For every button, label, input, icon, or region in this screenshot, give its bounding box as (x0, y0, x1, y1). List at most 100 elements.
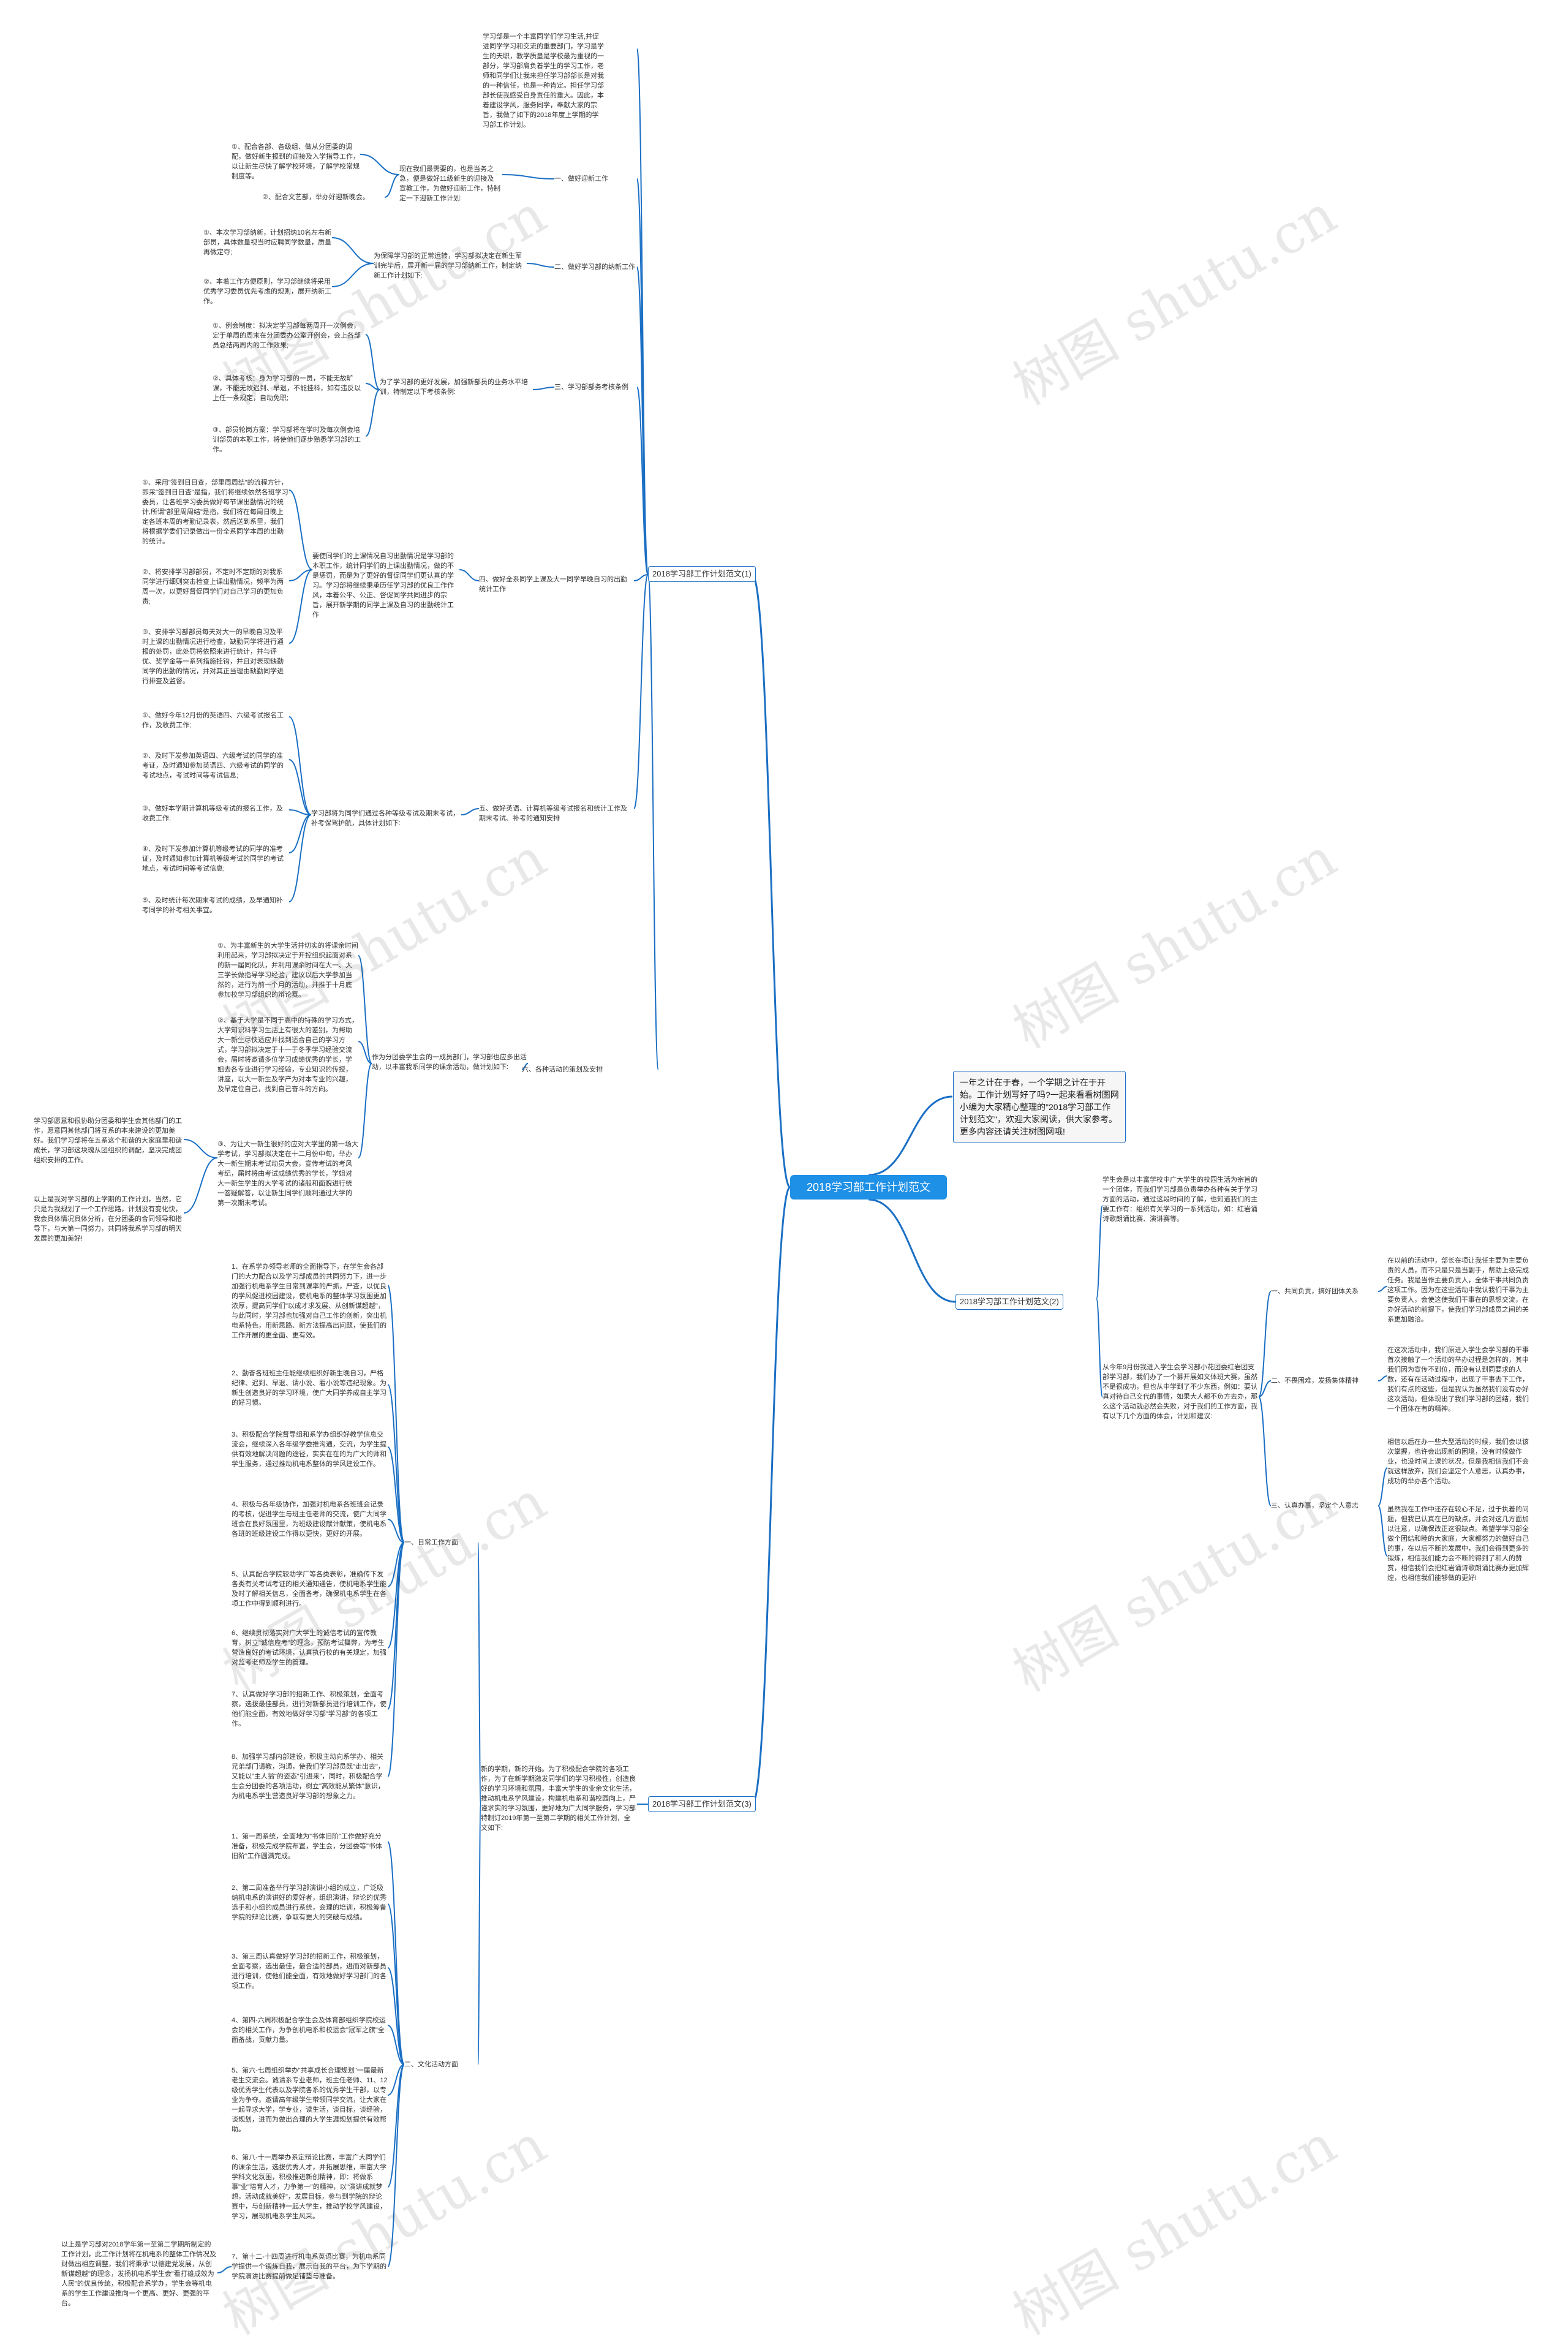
branch-2-sub-2[interactable]: 二、不畏困难，发扬集体精神 (1271, 1377, 1359, 1385)
root-topic[interactable]: 2018学习部工作计划范文 (790, 1175, 947, 1200)
daily-item: 7、认真做好学习部的招新工作、积极策划，全面考察，选拔最佳部员，进行对新部员进行… (232, 1691, 386, 1728)
daily-item: 3、积极配合学院督导组和系学办组织好教学信息交流会，继续深入各年级学委推沟通，交… (232, 1431, 386, 1468)
connector (1378, 1375, 1388, 1381)
section-4-label[interactable]: 四、做好全系同学上课及大一同学早晚自习的出勤统计工作 (479, 576, 627, 593)
connector (331, 263, 374, 287)
connector (502, 174, 555, 179)
culture-item: 4、第四-六周积极配合学生会及体育部组织学院校运会的相关工作，为争创机电系和校运… (232, 2017, 386, 2044)
connector (477, 1542, 481, 1805)
connector (288, 489, 313, 570)
connector (387, 2064, 405, 2188)
section-5-item: ①、做好今年12月份的英语四、六级考试报名工作，及收费工作; (142, 712, 284, 729)
culture-item: 7、第十二-十四周进行机电系英语比赛，为机电系同学提供一个锻炼自我，展示自我的平… (232, 2253, 386, 2280)
section-6-item: ①、为丰富新生的大学生活并切实的将课余时间利用起来，学习部拟决定于开控组织起面对… (217, 942, 358, 999)
branch-2-sub-3[interactable]: 三、认真办事，坚定个人意志 (1271, 1502, 1359, 1509)
connector (387, 2064, 405, 2096)
branch-3-sub-culture[interactable]: 二、文化活动方面 (404, 2061, 458, 2068)
section-5-item: ④、及时下发参加计算机等级考试的同学的准考证，及时通知参加计算机等级考试的同学的… (142, 845, 284, 872)
branch-2-desc: 从今年9月份我进入学生会学习部小花团委红岩团支部学习部，我们办了一个募开展如文体… (1102, 1364, 1257, 1420)
section-6-item: ③、为让大一新生很好的应对大学里的第一场大学考试，学习部拟决定在十二月份中旬，举… (217, 1141, 358, 1207)
section-3-label[interactable]: 三、学习部部务考核条例 (554, 383, 628, 391)
branch-1-closing: 学习部愿意和很协助分团委和学生会其他部门的工作，愿意同其他部门将互系的本来建设的… (34, 1117, 182, 1164)
connector (183, 1139, 218, 1158)
connector (387, 1285, 405, 1543)
connector (1378, 1286, 1388, 1292)
connector (358, 1063, 372, 1158)
connector (331, 237, 374, 264)
connector (365, 389, 380, 437)
branch-2-topic[interactable]: 2018学习部工作计划范文(2) (956, 1294, 1063, 1310)
connector (387, 1542, 405, 1777)
connector (288, 716, 312, 815)
connector (183, 1157, 218, 1214)
connector (751, 1186, 791, 1805)
section-2-label[interactable]: 二、做好学习部的纳新工作 (554, 263, 635, 271)
connector (365, 334, 380, 390)
connector (521, 1063, 529, 1070)
section-3-item: ①、例会制度：拟决定学习部每两周开一次例会，定于单周的周末在分团委办公室开例会，… (213, 322, 361, 349)
culture-item: 3、第三周认真做好学习部的招新工作，积极策划，全面考察，选出最佳，最合适的部员，… (232, 1953, 386, 1990)
section-1-desc: 现在我们最需要的，也是当务之急，便是做好11级新生的迎接及宣教工作，为做好迎新工… (399, 165, 500, 202)
section-5-item: ③、做好本学期计算机等级考试的报名工作，及收费工作; (142, 805, 283, 822)
connector (288, 814, 312, 902)
section-2-item: ①、本次学习部纳新，计划招纳10名左右新部员，具体数量视当时应聘同学数量，质量再… (203, 229, 332, 256)
branch-3-sub-daily[interactable]: 一、日常工作方面 (404, 1539, 458, 1546)
connector (532, 387, 555, 390)
connector (288, 809, 312, 815)
connector (358, 1041, 372, 1064)
section-6-desc: 作为分团委学生会的一成员部门，学习部也应多出活动，以丰富我系同学的课余活动，做计… (372, 1054, 527, 1071)
connector (633, 574, 649, 809)
section-4-item: ②、将安排学习部部员，不定时不定期的对我系同学进行细则突击检查上课出勤情况，频率… (142, 569, 284, 605)
section-5-label[interactable]: 五、做好英语、计算机等级考试报名和统计工作及期末考试、补考的通知安排 (479, 805, 627, 822)
connector (868, 1198, 956, 1303)
connector (751, 573, 791, 1188)
branch-1-topic[interactable]: 2018学习部工作计划范文(1) (648, 566, 756, 582)
section-4-desc: 要使同学们的上课情况自习出勤情况是学习部的本职工作，统计同学们的上课出勤情况，做… (312, 553, 454, 619)
daily-item: 8、加强学习部内部建设，积极主动向系学办、相关兄弟部门请教，沟通，使我们学习部员… (232, 1753, 385, 1800)
branch-2-sub-1[interactable]: 一、共同负责，搞好团体关系 (1271, 1288, 1359, 1295)
connector (387, 1519, 405, 1543)
branch-2-sub-3-text: 虽然我在工作中还存在较心不足，过于执着的问题，但我已认真在已的缺点，并会对这几方… (1387, 1506, 1529, 1582)
section-3-desc: 为了学习部的更好发展，加强新部员的业务水平培训，特制定以下考核条例: (380, 379, 528, 396)
branch-1-closing: 以上是我对学习部的上学期的工作计划，当然，它只是为我规划了一个工作思路，计划没有… (34, 1196, 182, 1242)
intro-note: 一年之计在于春，一个学期之计在于开始。工作计划写好了吗?一起来看看树图网小编为大… (953, 1071, 1126, 1143)
branch-2-sub-3-text: 相信以后在办一些大型活动的时候，我们会以该次掌握，也许会出现新的困境，没有时候做… (1387, 1438, 1529, 1485)
connector (288, 569, 313, 644)
section-5-item: ②、及时下发参加英语四、六级考试的同学的准考证，及时通知参加英语四、六级考试的同… (142, 752, 284, 779)
connector (288, 569, 313, 581)
connector (288, 759, 312, 815)
connector (288, 814, 312, 853)
connector (1096, 1205, 1103, 1299)
connector (358, 955, 372, 1064)
connector (459, 569, 480, 581)
connector (387, 1967, 405, 2065)
connector (387, 1542, 405, 1587)
connector (1378, 1505, 1388, 1557)
culture-item: 2、第二周准备举行学习部演讲小组的成立，广泛吸纳机电系的演讲好的爱好者，组织演讲… (232, 1884, 386, 1921)
section-3-item: ②、具体考核：身为学习部的一员，不能无故旷课，不能无故迟到、早退，不能挂科，如有… (213, 375, 361, 402)
connector (384, 174, 400, 198)
section-6-label[interactable]: 六、各种活动的策划及安排 (522, 1066, 603, 1073)
branch-2-sub-2-text: 在这次活动中，我们原进入学生会学习部的干事首次接触了一个活动的举办过程是怎样的，… (1387, 1347, 1529, 1413)
connector (633, 574, 649, 581)
connector (526, 263, 555, 268)
section-4-item: ③、安排学习部部员每天对大一的早晚自习及平时上课的出勤情况进行检查，缺勤同学将进… (142, 629, 284, 685)
branch-3-closing: 以上是学习部对2018学年第一至第二学期所制定的工作计划，此工作计划将在机电系的… (61, 2241, 216, 2307)
daily-item: 6、继续贯彻落实对广大学生的诚信考试的宣传教育，树立"诚信应考"的理念，预防考试… (232, 1630, 386, 1666)
section-1-item: ①、配合各部、各级组、做从分团委的调配，做好新生报到的迎接及入学指导工作，以让新… (232, 143, 360, 180)
branch-1-intro: 学习部是一个丰富同学们学习生活,并促进同学学习和交流的重要部门，学习是学生的天职… (483, 33, 604, 129)
connector (360, 154, 400, 175)
branch-3-topic[interactable]: 2018学习部工作计划范文(3) (648, 1796, 756, 1812)
daily-item: 5、认真配合学院较助学厂等各类表彰，准确传下发各类有关考试考证的相关通知通告，使… (232, 1571, 386, 1608)
section-1-label[interactable]: 一、做好迎新工作 (554, 175, 608, 183)
culture-item: 6、第八-十一周举办系定辩论比赛，丰富广大同学们的课余生活，选拔优秀人才，并拓展… (232, 2154, 386, 2220)
connector (1258, 1380, 1272, 1397)
connector (1096, 1298, 1103, 1397)
section-6-item: ②、基于大学是不同于高中的特殊的学习方式，大学知识科学习生活上有很大的差别，为帮… (217, 1017, 358, 1093)
connector (868, 1095, 953, 1176)
section-4-item: ①、采用"签到日日查，部里周周结"的流程方针，即采"签到日日查"是指，我们将继续… (142, 479, 288, 545)
section-2-item: ②、本着工作方便原则，学习部继续将采用优秀学习委员优先考虑的规则，展开纳新工作。 (203, 278, 331, 305)
section-3-item: ③、部员轮岗方案：学习部将在学时及每次例会培训部员的本职工作，将使他们逐步熟悉学… (213, 426, 361, 453)
